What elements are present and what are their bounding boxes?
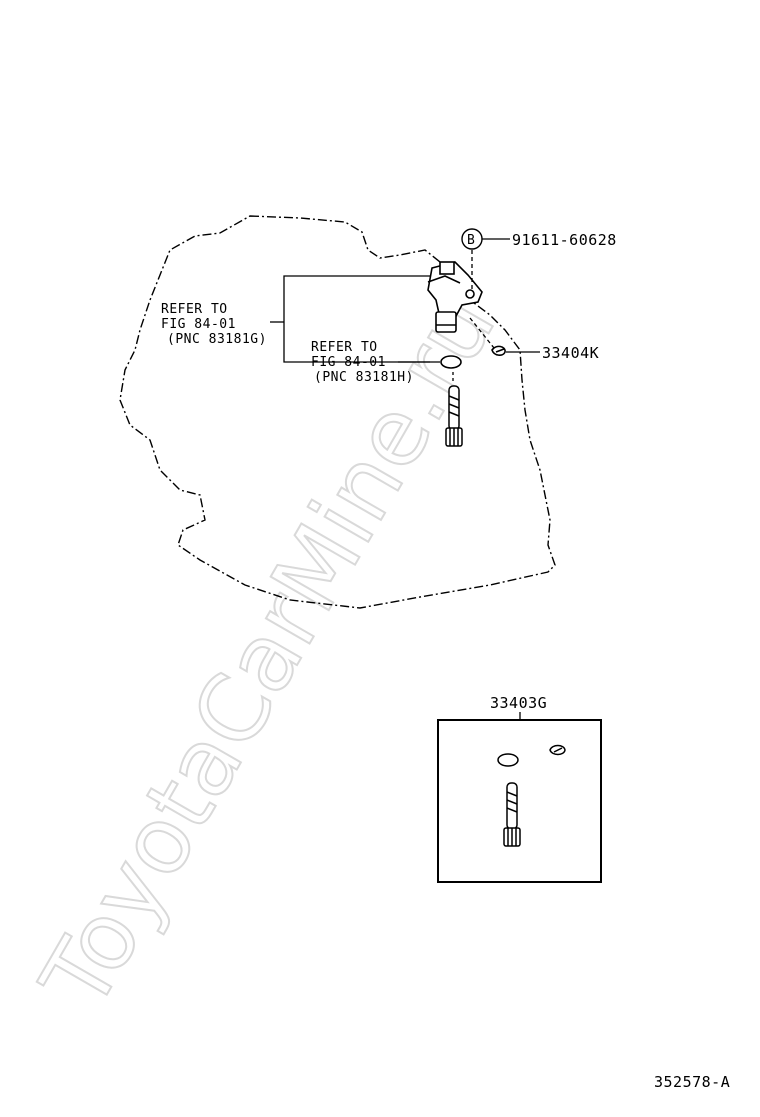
- oring-part-number: 33404K: [542, 344, 599, 362]
- kit-contents: [497, 744, 566, 847]
- kit-o-ring-small: [549, 744, 566, 756]
- o-ring-33404k: [491, 345, 506, 356]
- kit-shaft-body: [506, 782, 518, 830]
- o-ring-large: [440, 355, 462, 369]
- bolt-part-number: 91611-60628: [512, 231, 617, 249]
- refer-2-line2: FIG 84-01: [311, 355, 386, 370]
- refer-2-line1: REFER TO: [311, 340, 378, 355]
- kit-box: [437, 719, 602, 883]
- refer-bracket: [283, 275, 430, 363]
- speed-sensor: [427, 261, 483, 333]
- diagram-id: 352578-A: [654, 1073, 730, 1091]
- refer-1-line1: REFER TO: [161, 302, 228, 317]
- driven-gear-shaft: [445, 385, 463, 447]
- transmission-housing-outline: [119, 215, 556, 609]
- bolt-marker-letter: B: [467, 233, 475, 248]
- refer-1-line3: (PNC 83181G): [167, 332, 267, 347]
- watermark: ToyotaCarMine.ru: [21, 276, 516, 1026]
- refer-2-line3: (PNC 83181H): [314, 370, 414, 385]
- refer-1-line2: FIG 84-01: [161, 317, 236, 332]
- kit-part-number: 33403G: [490, 694, 547, 712]
- kit-o-ring-large: [497, 753, 519, 767]
